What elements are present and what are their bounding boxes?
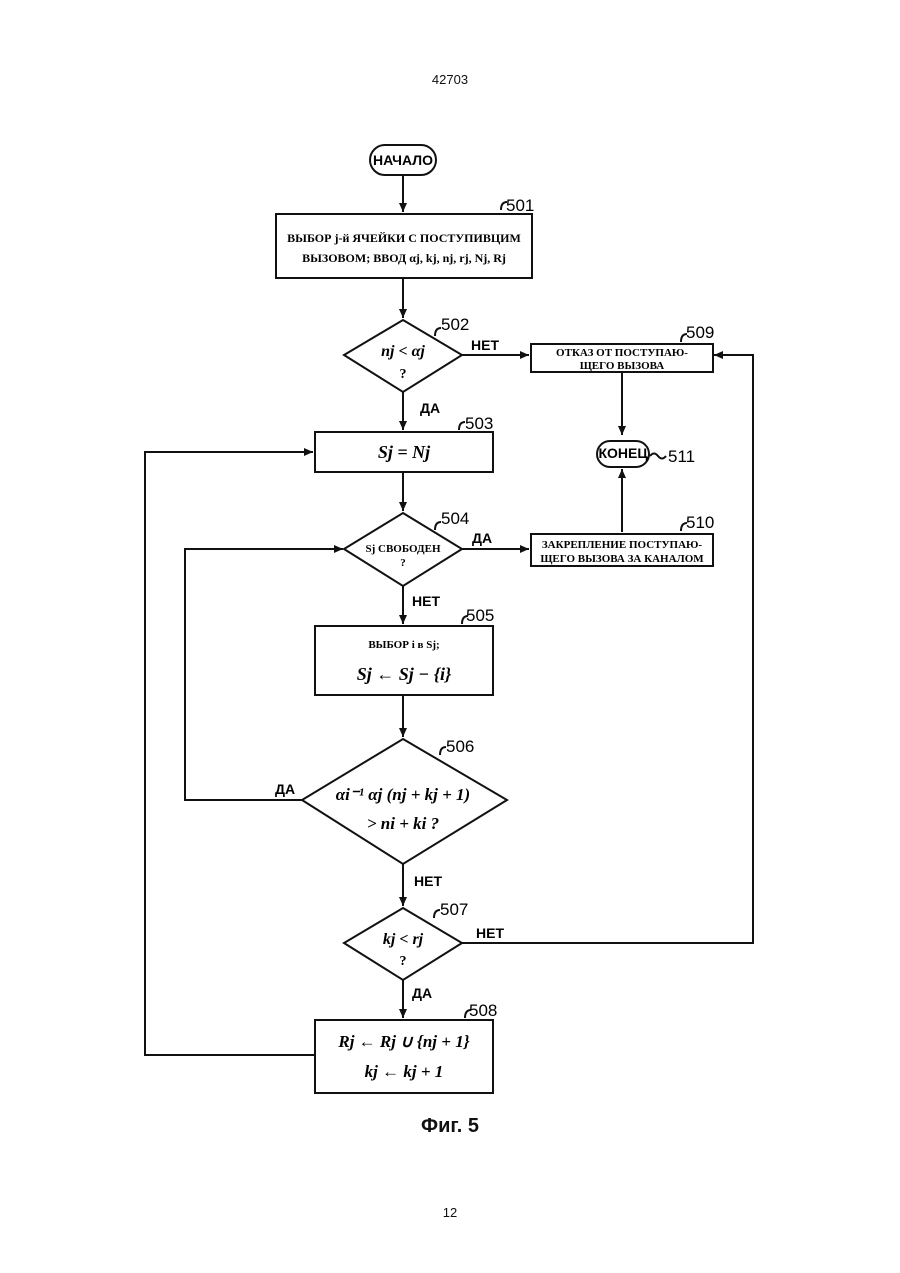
decision-504-condition: Sj СВОБОДЕН [365, 543, 440, 555]
loop-508-to-503 [145, 452, 315, 1055]
decision-504-question: ? [400, 557, 406, 569]
figure-caption: Фиг. 5 [0, 1115, 900, 1138]
ref-503: 503 [465, 414, 493, 433]
ref-504: 504 [441, 509, 469, 528]
step-501-line2: ВЫЗОВОМ; ВВОД αj, kj, nj, rj, Nj, Rj [302, 251, 506, 265]
decision-506-line1: αi⁻¹ αj (nj + kj + 1) [336, 785, 470, 804]
ref-510: 510 [686, 513, 714, 532]
connectors [145, 175, 753, 1055]
step-509-line1: ОТКАЗ ОТ ПОСТУПАЮ- [556, 347, 688, 359]
step-505: ВЫБОР i в Sj; Sj ← Sj − {i} 505 [315, 606, 494, 695]
end-label: КОНЕЦ [598, 445, 648, 461]
decision-506: αi⁻¹ αj (nj + kj + 1) > ni + ki ? 506 ДА… [275, 737, 507, 889]
label-yes-507: ДА [412, 985, 432, 1001]
step-510-line2: ЩЕГО ВЫЗОВА ЗА КАНАЛОМ [540, 553, 704, 565]
label-no-502: НЕТ [471, 337, 499, 353]
ref-501: 501 [506, 196, 534, 215]
step-510-line1: ЗАКРЕПЛЕНИЕ ПОСТУПАЮ- [542, 539, 703, 551]
step-501: ВЫБОР j-й ЯЧЕЙКИ С ПОСТУПИВЦИМ ВЫЗОВОМ; … [276, 196, 534, 278]
decision-502: nj < αj ? 502 НЕТ ДА [344, 315, 499, 416]
step-508-line1: Rj ← Rj ∪ {nj + 1} [337, 1032, 469, 1051]
step-509: ОТКАЗ ОТ ПОСТУПАЮ- ЩЕГО ВЫЗОВА 509 [531, 323, 714, 372]
step-508-line2: kj ← kj + 1 [365, 1062, 444, 1081]
ref-509: 509 [686, 323, 714, 342]
label-yes-502: ДА [420, 400, 440, 416]
decision-507-question: ? [400, 954, 407, 969]
start-terminal: НАЧАЛО [370, 145, 436, 175]
decision-502-question: ? [400, 367, 407, 382]
ref-508: 508 [469, 1001, 497, 1020]
page-number: 12 [0, 1205, 900, 1220]
step-505-line2: Sj ← Sj − {i} [357, 664, 452, 684]
label-no-504: НЕТ [412, 593, 440, 609]
decision-504: Sj СВОБОДЕН ? 504 ДА НЕТ [344, 509, 492, 609]
start-label: НАЧАЛО [373, 152, 433, 168]
step-505-line1: ВЫБОР i в Sj; [368, 639, 439, 651]
decision-502-condition: nj < αj [381, 343, 425, 360]
ref-506: 506 [446, 737, 474, 756]
label-no-507: НЕТ [476, 925, 504, 941]
step-503-text: Sj = Nj [378, 442, 431, 462]
label-yes-506: ДА [275, 781, 295, 797]
decision-507: kj < rj ? 507 НЕТ ДА [344, 900, 504, 1001]
decision-506-line2: > ni + ki ? [367, 814, 439, 833]
ref-502: 502 [441, 315, 469, 334]
step-509-line2: ЩЕГО ВЫЗОВА [580, 360, 665, 372]
end-terminal: КОНЕЦ 511 [597, 441, 695, 467]
label-yes-504: ДА [472, 530, 492, 546]
decision-507-condition: kj < rj [383, 931, 424, 948]
step-503: Sj = Nj 503 [315, 414, 493, 472]
ref-507: 507 [440, 900, 468, 919]
label-no-506: НЕТ [414, 873, 442, 889]
ref-511: 511 [668, 447, 695, 466]
step-501-line1: ВЫБОР j-й ЯЧЕЙКИ С ПОСТУПИВЦИМ [287, 231, 521, 245]
ref-505: 505 [466, 606, 494, 625]
step-508: Rj ← Rj ∪ {nj + 1} kj ← kj + 1 508 [315, 1001, 497, 1093]
